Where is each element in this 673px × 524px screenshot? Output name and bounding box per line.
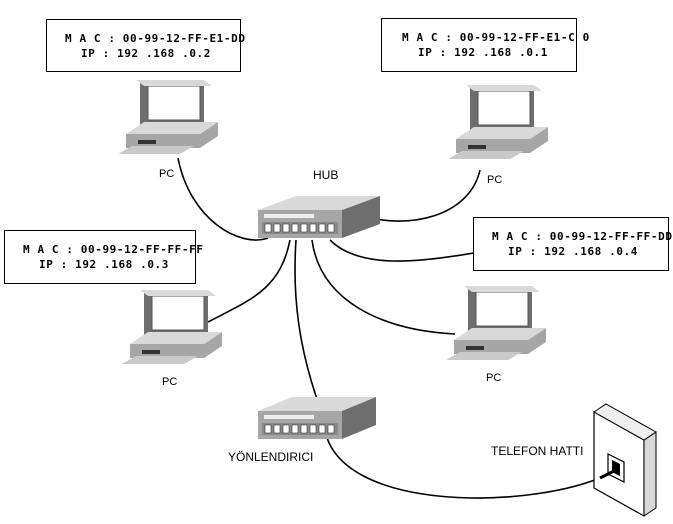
- cable-hub-router: [294, 239, 319, 403]
- host-info-box-3: M A C : 00-99-12-FF-FF-FF IP : 192 .168 …: [4, 230, 203, 284]
- hub-device: [258, 196, 380, 238]
- host-info-box-1: M A C : 00-99-12-FF-E1-DD IP : 192 .168 …: [46, 19, 245, 72]
- cable-router-phone: [324, 429, 601, 499]
- cable-pc1-hub: [177, 157, 269, 241]
- pc-2-label: PC: [487, 174, 503, 186]
- router-device: [258, 397, 376, 439]
- cable-hub-pc4-b: [329, 239, 481, 262]
- ip-address: IP : 192 .168 .0.2: [81, 47, 212, 60]
- phone-jack: [593, 403, 657, 518]
- mac-address: M A C : 00-99-12-FF-E1-C 0: [402, 31, 590, 44]
- mac-address: M A C : 00-99-12-FF-E1-DD: [65, 32, 246, 45]
- pc-1: [118, 80, 218, 154]
- cables: [177, 157, 601, 499]
- router-label: YÖNLENDIRICI: [228, 450, 314, 464]
- host-info-box-2: M A C : 00-99-12-FF-E1-C 0 IP : 192 .168…: [381, 18, 589, 72]
- ip-address: IP : 192 .168 .0.3: [39, 258, 170, 271]
- mac-address: M A C : 00-99-12-FF-FF-DD: [492, 230, 673, 243]
- pc-2: [448, 85, 548, 159]
- host-info-box-4: M A C : 00-99-12-FF-FF-DD IP : 192 .168 …: [473, 217, 672, 271]
- cable-pc4-hub: [311, 239, 456, 335]
- pc-4: [446, 286, 546, 360]
- hub-label: HUB: [313, 168, 339, 182]
- mac-address: M A C : 00-99-12-FF-FF-FF: [23, 243, 204, 256]
- pc-4-label: PC: [486, 372, 502, 384]
- pc-3-label: PC: [162, 376, 178, 388]
- ip-address: IP : 192 .168 .0.4: [508, 245, 639, 258]
- pc-1-label: PC: [159, 168, 175, 180]
- ip-address: IP : 192 .168 .0.1: [418, 46, 549, 59]
- pc-3: [122, 290, 222, 364]
- phone-line-label: TELEFON HATTI: [491, 444, 584, 458]
- cable-pc3-hub: [207, 239, 291, 323]
